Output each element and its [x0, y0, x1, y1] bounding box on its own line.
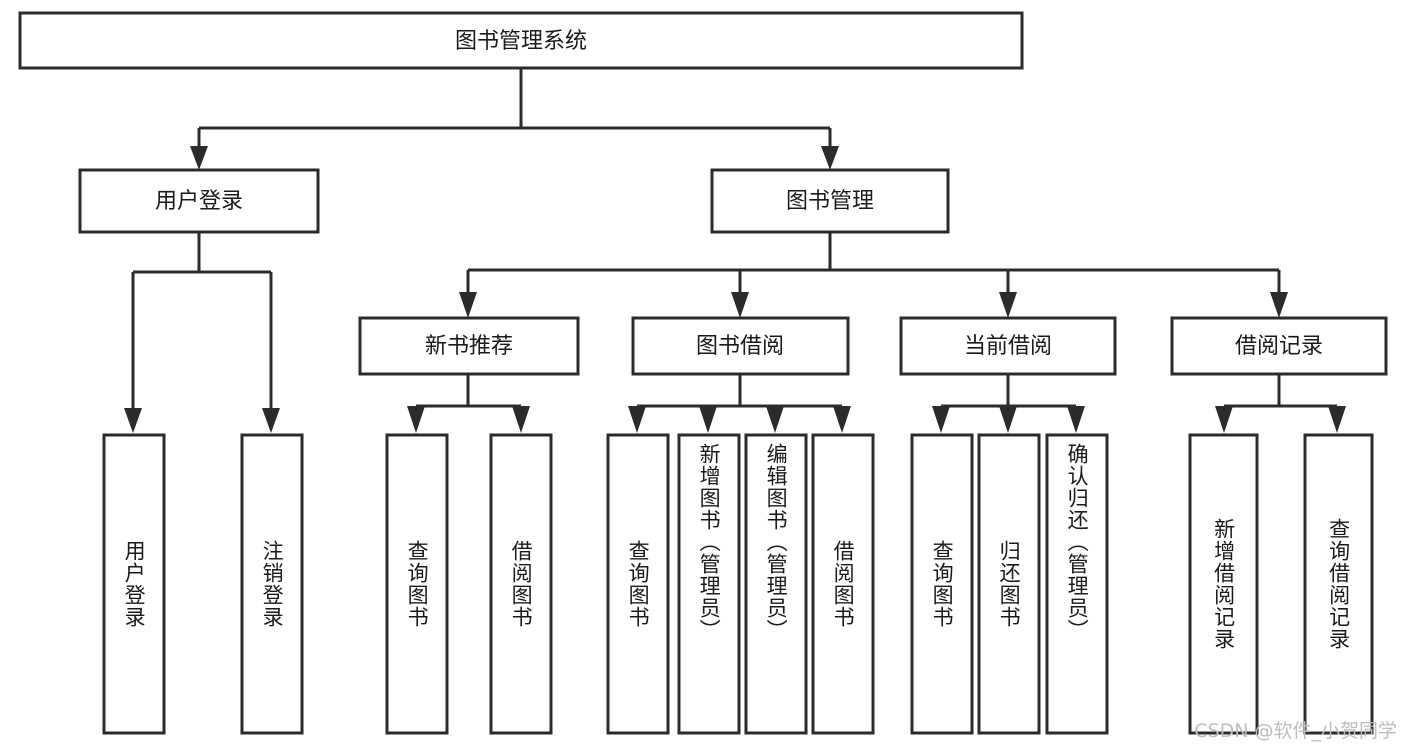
node-user-login-box[interactable] [78, 168, 320, 234]
arrow-leaf-query-book-1 [407, 406, 425, 433]
leaf-box-query-book-2[interactable] [606, 433, 670, 735]
arrow-to-new-book-rec [459, 292, 477, 318]
leaf-box-add-book[interactable] [677, 433, 741, 735]
node-book-borrow-box[interactable] [631, 316, 850, 376]
node-new-book-rec-label: 新书推荐 [425, 334, 513, 359]
arrow-leaf-add-book [699, 406, 717, 433]
node-borrow-record-box[interactable] [1170, 316, 1388, 376]
leaf-box-add-record[interactable] [1188, 433, 1259, 735]
arrow-to-user-login [190, 146, 208, 170]
arrow-leaf-edit-book [766, 406, 784, 433]
node-book-manage-label: 图书管理 [786, 189, 874, 214]
arrow-to-book-borrow [731, 292, 749, 318]
arrow-leaf-query-book-2 [628, 406, 646, 433]
node-root-label: 图书管理系统 [455, 29, 587, 54]
node-new-book-rec-box[interactable] [358, 316, 580, 376]
node-current-borrow-box[interactable] [899, 316, 1117, 376]
node-current-borrow[interactable]: 当前借阅 [899, 316, 1117, 376]
leaf-box-return-book[interactable] [977, 433, 1041, 735]
node-book-borrow-label: 图书借阅 [696, 334, 784, 359]
node-root-box[interactable] [18, 11, 1024, 70]
leaf-box-query-book-3[interactable] [910, 433, 974, 735]
node-current-borrow-label: 当前借阅 [964, 334, 1052, 359]
node-book-manage[interactable]: 图书管理 [710, 168, 950, 234]
arrow-leaf-user-login [124, 408, 142, 433]
leaf-box-logout[interactable] [240, 433, 304, 735]
node-borrow-record[interactable]: 借阅记录 [1170, 316, 1388, 376]
node-user-login-label: 用户登录 [155, 189, 243, 214]
arrow-leaf-query-record [1328, 406, 1346, 433]
arrow-leaf-add-record [1215, 406, 1233, 433]
arrow-to-borrow-record [1270, 292, 1288, 318]
leaf-box-borrow-book-2[interactable] [811, 433, 875, 735]
arrow-leaf-query-book-3 [932, 406, 950, 433]
arrow-leaf-borrow-book-1 [512, 406, 530, 433]
node-book-manage-box[interactable] [710, 168, 950, 234]
leaf-box-edit-book[interactable] [744, 433, 808, 735]
node-user-login[interactable]: 用户登录 [78, 168, 320, 234]
arrow-to-current-borrow [999, 292, 1017, 318]
arrow-to-book-manage [821, 146, 839, 170]
connector-group [124, 68, 1346, 433]
leaf-box-query-record[interactable] [1303, 433, 1374, 735]
leaf-box-query-book-1[interactable] [385, 433, 449, 735]
arrow-leaf-borrow-book-2 [833, 406, 851, 433]
node-new-book-rec[interactable]: 新书推荐 [358, 316, 580, 376]
leaf-box-borrow-book-1[interactable] [489, 433, 553, 735]
node-borrow-record-label: 借阅记录 [1235, 334, 1323, 359]
leaf-box-user-login[interactable] [102, 433, 166, 735]
arrow-leaf-confirm-return [1067, 406, 1085, 433]
csdn-watermark: CSDN @软件_小贺同学 [1194, 720, 1397, 742]
arrow-leaf-return-book [999, 406, 1017, 433]
arrow-leaf-logout [262, 408, 280, 433]
node-root[interactable]: 图书管理系统 [18, 11, 1024, 70]
node-book-borrow[interactable]: 图书借阅 [631, 316, 850, 376]
leaf-box-confirm-return[interactable] [1045, 433, 1109, 735]
